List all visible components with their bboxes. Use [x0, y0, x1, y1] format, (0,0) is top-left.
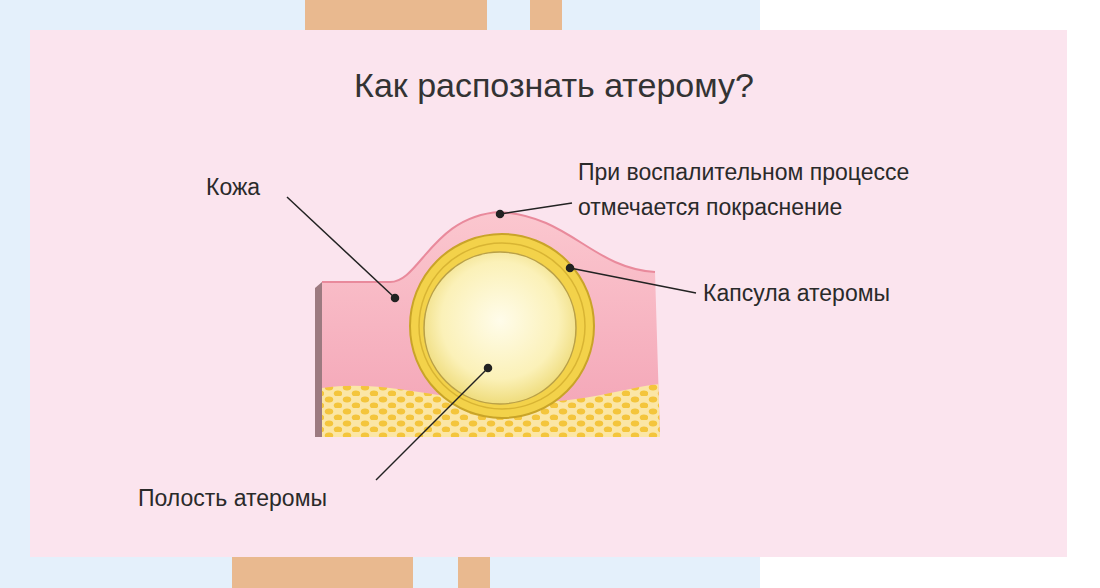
decor-bar [458, 555, 490, 588]
atheroma-cavity [424, 252, 576, 404]
leader-line [376, 368, 488, 480]
callout-label: При воспалительном процессе отмечается п… [578, 155, 978, 225]
decor-bar [305, 0, 487, 32]
decor-bar [232, 555, 413, 588]
leader-line [500, 203, 572, 214]
callout-label: Полость атеромы [138, 481, 438, 516]
skin [322, 212, 660, 437]
leader-dot [567, 265, 574, 272]
capsule-layer [419, 243, 585, 409]
decor-bar [530, 0, 562, 32]
leader-dot [392, 295, 399, 302]
leader-dot [497, 211, 504, 218]
callout-label: Кожа [206, 170, 406, 205]
leader-line [287, 197, 395, 298]
atheroma-capsule [410, 234, 594, 418]
skin-side [315, 282, 322, 437]
leader-line [570, 268, 696, 293]
card [30, 30, 1067, 557]
leader-dot [485, 365, 492, 372]
title: Как распознать атерому? [4, 66, 1100, 105]
callout-label: Капсула атеромы [703, 276, 1003, 311]
